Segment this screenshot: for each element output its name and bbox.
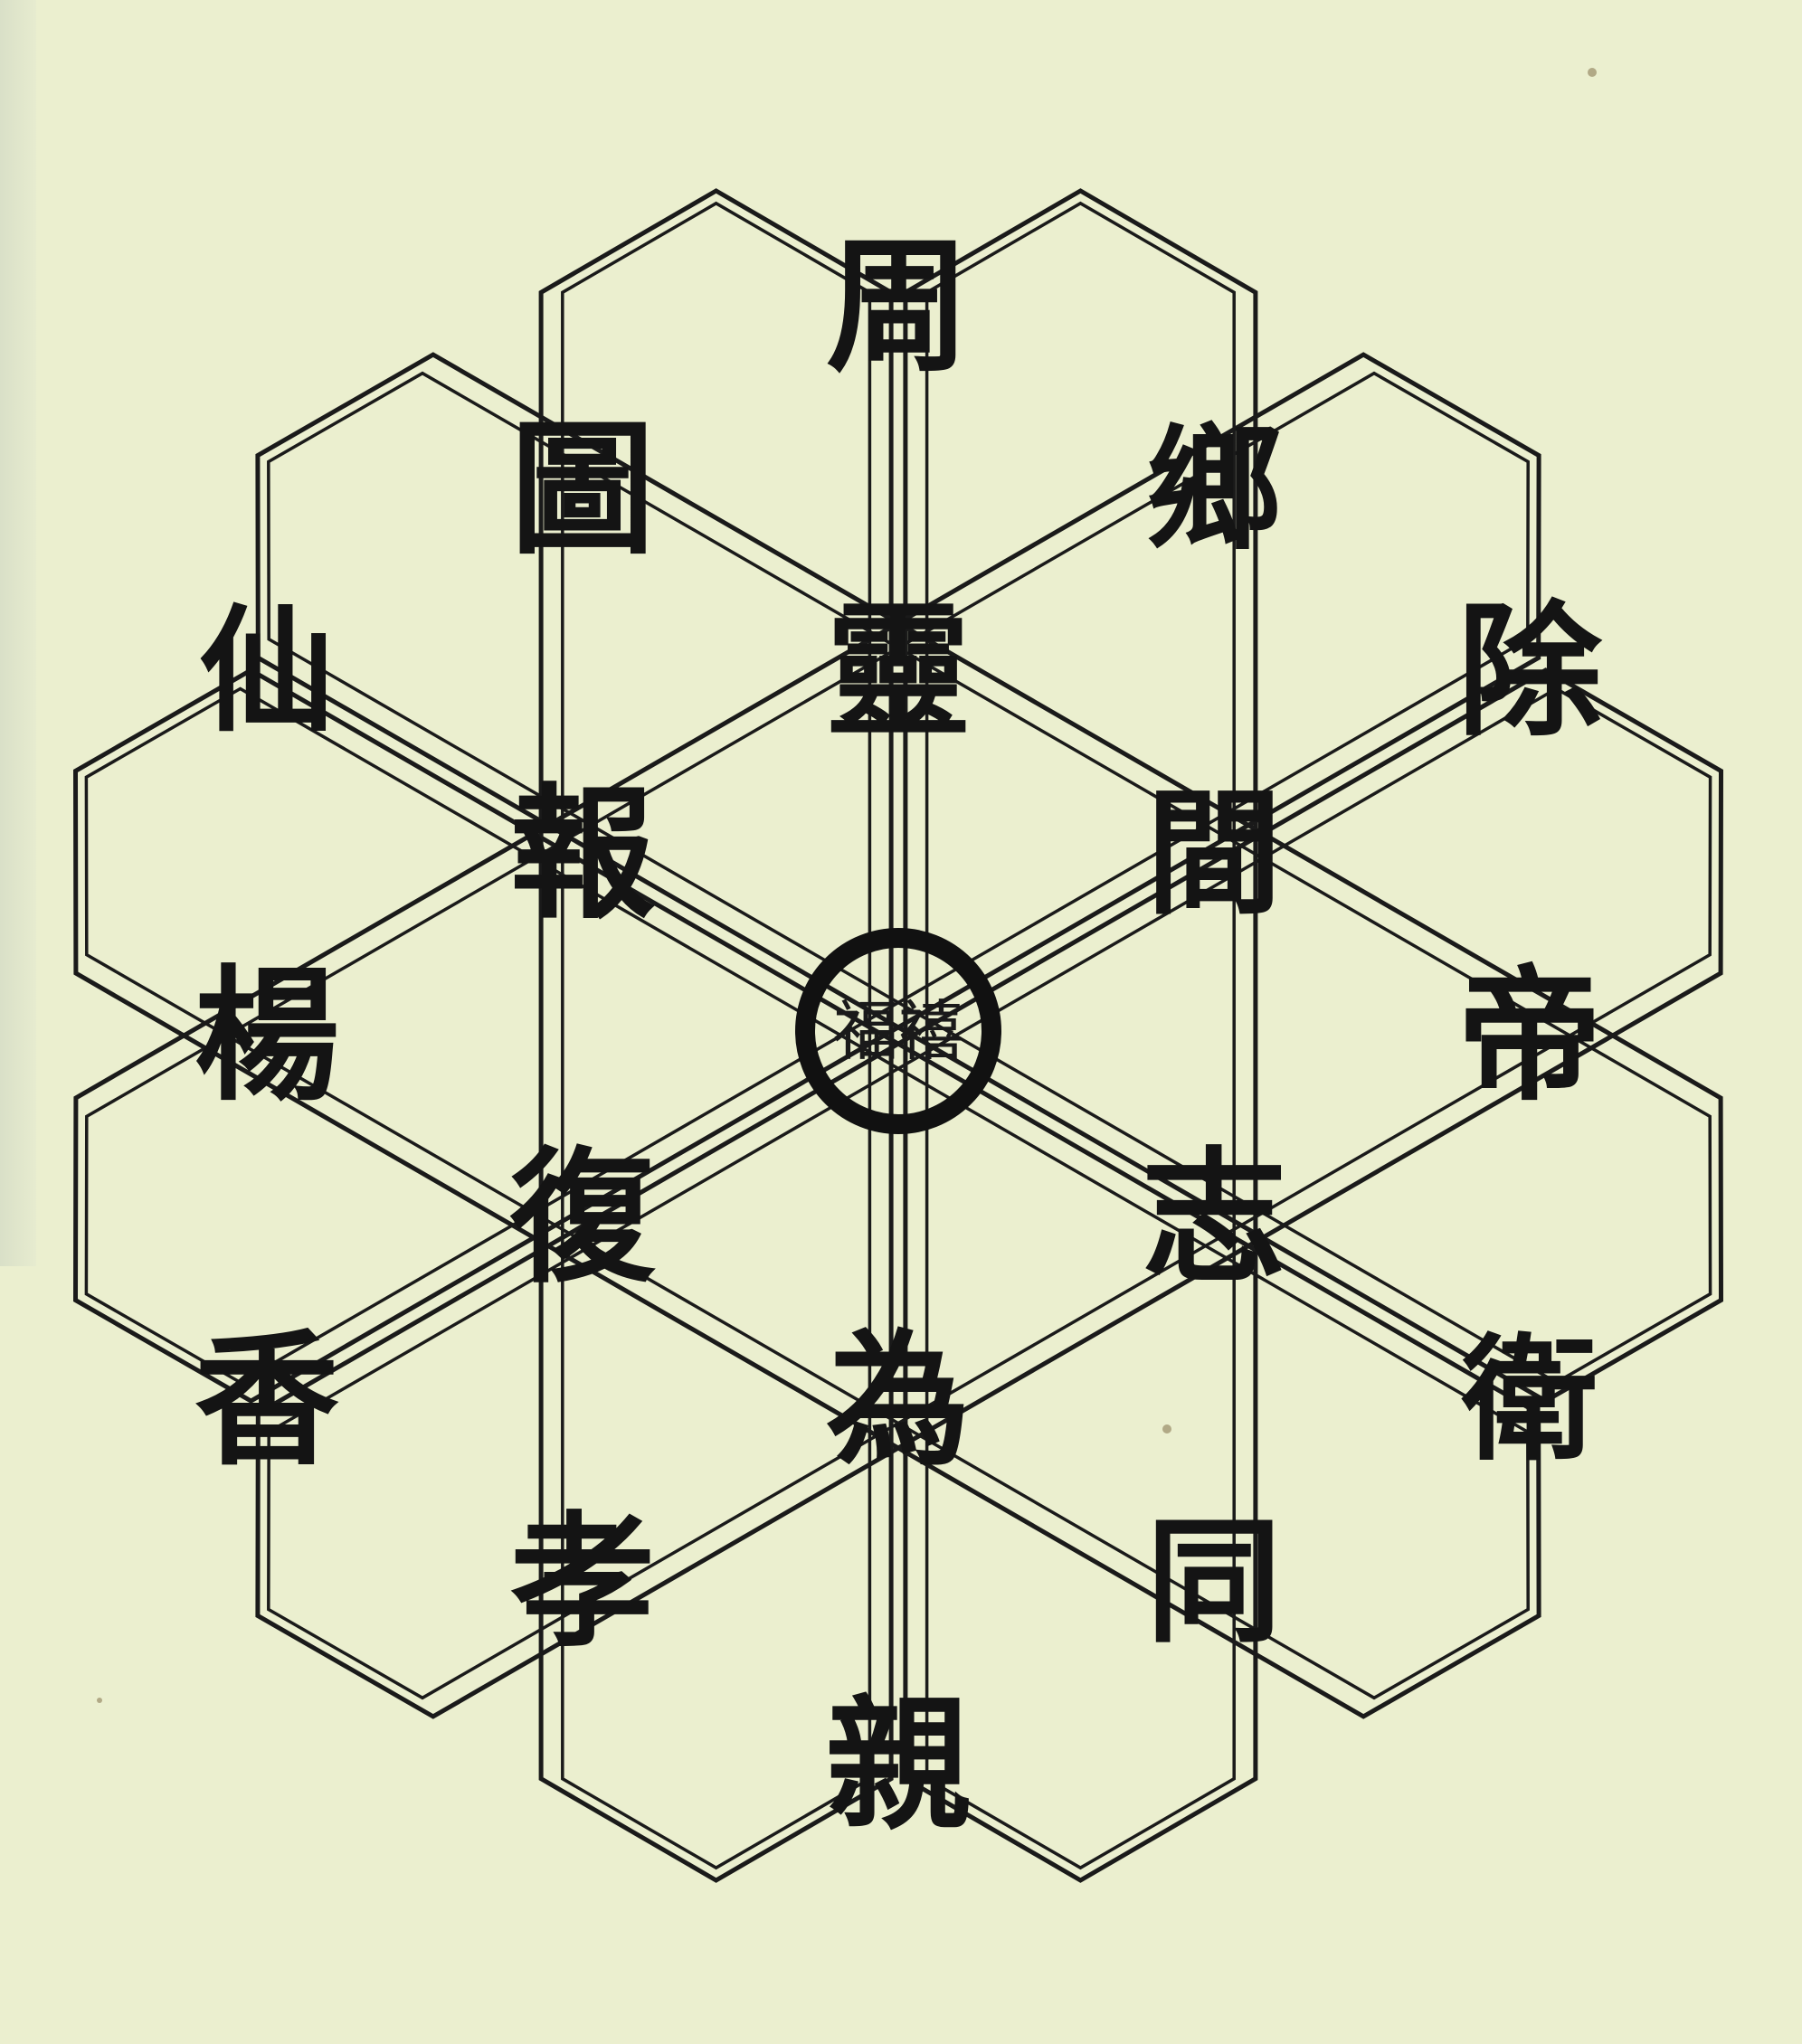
ring-char-upper-left-2: 仙	[199, 591, 335, 751]
ring-char-upper-right-1: 鄉	[1146, 410, 1282, 569]
ring-char-upper-left-1: 圖	[510, 404, 655, 574]
hexagon-frame-line	[72, 667, 1541, 1719]
inner-char-bottom: 為	[826, 1315, 971, 1485]
inner-char-upper-right: 間	[1146, 774, 1282, 933]
ring-char-top: 周	[826, 222, 971, 392]
ring-char-lower-left-2: 香	[194, 1315, 339, 1485]
hexagon-frame-line	[255, 352, 1724, 1404]
interlaced-hexagon-frames	[72, 188, 1724, 1883]
hexagon-frame-line	[561, 201, 872, 1870]
seal-text: 福禧	[833, 993, 963, 1069]
ring-char-upper-right-2: 除	[1457, 586, 1603, 756]
hexagon-frame-line	[84, 686, 1530, 1700]
inner-char-upper-left: 報	[510, 769, 655, 939]
ring-char-lower-right-1: 同	[1146, 1502, 1282, 1661]
hexagon-frame-line	[538, 188, 894, 1883]
hexagon-frame-line	[267, 371, 1712, 1385]
page-binding-gutter	[0, 0, 36, 1266]
hexagon-frame-line	[72, 352, 1541, 1404]
inner-characters: 靈 間 志 為 復 報	[509, 586, 1286, 1485]
ring-char-right: 帝	[1457, 951, 1602, 1121]
hexagon-frame-line	[84, 371, 1530, 1385]
ring-char-lower-right-2: 衛	[1461, 1320, 1598, 1480]
seal-ring	[795, 928, 1001, 1134]
ring-characters: 周 鄉 除 帝 衛 同 親 孝 香 楊 仙 圖	[194, 222, 1603, 1850]
hexagon-frame-line	[903, 188, 1258, 1883]
paper-speck	[97, 1698, 102, 1703]
central-seal: 福禧	[795, 928, 1001, 1134]
ring-char-lower-left-1: 孝	[510, 1497, 655, 1667]
hexagon-frame-line	[255, 667, 1724, 1719]
hexagon-frame-line	[925, 201, 1236, 1870]
inner-char-lower-right: 志	[1142, 1132, 1286, 1302]
inner-char-top: 靈	[826, 586, 971, 756]
inner-char-lower-left: 復	[509, 1132, 656, 1302]
paper-specks	[97, 68, 1597, 1703]
ring-char-bottom: 親	[826, 1680, 971, 1850]
paper-speck	[1588, 68, 1597, 77]
paper-speck	[1162, 1424, 1171, 1434]
hexagon-frame-line	[267, 686, 1712, 1700]
ring-char-left: 楊	[194, 951, 339, 1121]
